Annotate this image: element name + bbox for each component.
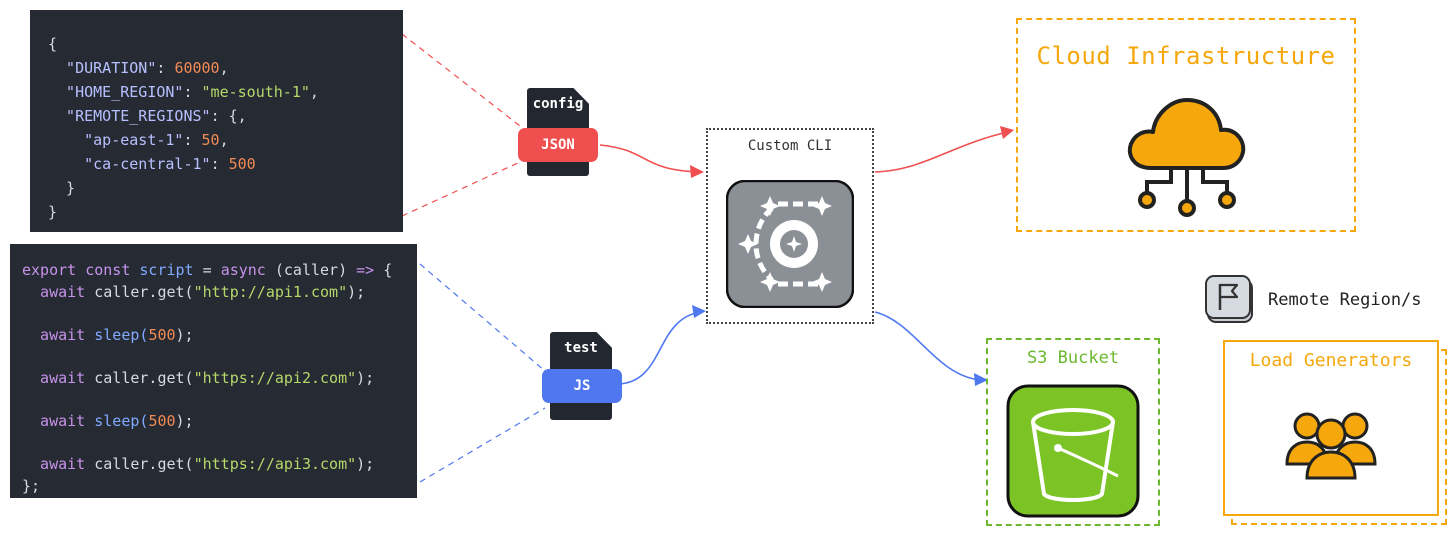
code-token: );	[175, 412, 194, 431]
code-token: "https://api2.com"	[193, 369, 357, 387]
code-token: async	[220, 261, 275, 279]
cloud-network-icon	[1127, 98, 1246, 217]
code-token: await	[22, 455, 95, 474]
code-token: );	[356, 369, 375, 387]
code-line: }	[48, 202, 57, 222]
test-connector-bottom	[419, 407, 546, 483]
code-token: "ap-east-1"	[48, 131, 184, 149]
json-to-cli-arrowhead	[690, 165, 704, 178]
code-token: );	[347, 282, 366, 301]
code-line: "REMOTE_REGIONS": {,	[48, 106, 247, 126]
code-token: const	[85, 261, 140, 279]
config-file-name: config	[532, 96, 584, 112]
json-tag: JSON	[518, 128, 598, 162]
code-line: await caller.get("http://api1.com");	[22, 282, 365, 302]
custom-cli-box: Custom CLI	[706, 128, 874, 324]
s3-bucket-box: S3 Bucket	[986, 338, 1160, 526]
code-token: ,	[219, 59, 229, 77]
code-line: }	[48, 178, 75, 198]
code-token: 60000	[174, 59, 220, 77]
code-token: sleep(	[94, 325, 149, 344]
users-group-icon	[1285, 412, 1377, 480]
code-token: "https://api3.com"	[193, 455, 357, 474]
code-token: 500	[228, 155, 256, 173]
cloud-infrastructure-box: Cloud Infrastructure	[1016, 18, 1356, 232]
code-token: await	[22, 369, 95, 387]
code-token: "HOME_REGION"	[48, 83, 184, 101]
code-token: "DURATION"	[48, 59, 157, 77]
code-token: await	[22, 325, 95, 344]
js-tag: JS	[542, 369, 622, 403]
cli-to-s3-arrow	[874, 311, 981, 381]
code-line: await caller.get("https://api2.com");	[22, 368, 374, 388]
code-token: {	[383, 261, 393, 279]
config-connector-bottom	[401, 161, 521, 217]
code-token: 500	[148, 325, 176, 344]
remote-region-label: Remote Region/s	[1268, 290, 1422, 310]
code-line: await caller.get("https://api3.com");	[22, 454, 374, 474]
cli-to-cloud-arrowhead	[1000, 126, 1014, 139]
code-token: ,	[309, 83, 319, 101]
code-token: {	[48, 35, 58, 53]
code-token: =>	[356, 261, 384, 279]
cli-to-s3-arrowhead	[974, 373, 988, 386]
code-token: (caller)	[274, 261, 357, 279]
code-line: "ca-central-1": 500	[48, 154, 256, 174]
code-line: export const script = async (caller) => …	[22, 260, 392, 280]
code-token: }	[48, 179, 76, 197]
test-code-panel: export const script = async (caller) => …	[10, 244, 417, 498]
custom-cli-title: Custom CLI	[747, 138, 833, 154]
test-file-name: test	[564, 340, 598, 356]
code-token: "http://api1.com"	[193, 282, 348, 301]
code-token: :	[183, 83, 202, 101]
js-to-cli-arrowhead	[692, 305, 706, 318]
code-token: "REMOTE_REGIONS"	[48, 107, 211, 125]
json-to-cli-arrow	[599, 144, 701, 173]
code-token: 500	[148, 412, 176, 431]
code-token: await	[22, 412, 95, 431]
code-token: script	[139, 261, 203, 279]
code-line: };	[22, 476, 40, 496]
code-token: : {,	[210, 107, 247, 125]
code-token: );	[356, 455, 375, 474]
code-token: caller.get(	[94, 455, 194, 474]
code-line: await sleep(500);	[22, 325, 194, 345]
code-token: "ca-central-1"	[48, 155, 211, 173]
code-line: "ap-east-1": 50,	[48, 130, 229, 150]
cloud-infrastructure-title: Cloud Infrastructure	[1036, 42, 1336, 70]
code-line: {	[48, 34, 57, 54]
config-code-panel: { "DURATION": 60000, "HOME_REGION": "me-…	[30, 10, 403, 232]
config-connector-top	[401, 33, 521, 127]
code-line: "HOME_REGION": "me-south-1",	[48, 82, 319, 102]
code-token: :	[156, 59, 175, 77]
cli-logo-icon	[726, 180, 854, 308]
code-line: await sleep(500);	[22, 411, 194, 431]
flag-icon	[1205, 275, 1253, 323]
code-token: export	[22, 261, 86, 279]
code-token: await	[22, 282, 95, 301]
code-token: sleep(	[94, 412, 149, 431]
code-token: };	[22, 477, 41, 495]
code-token: caller.get(	[94, 282, 194, 301]
code-token: }	[48, 203, 58, 221]
code-token: "me-south-1"	[201, 83, 310, 101]
load-generators-box: Load Generators	[1223, 340, 1439, 516]
code-token: );	[175, 325, 194, 344]
cli-to-cloud-arrow	[874, 131, 1009, 173]
code-token: :	[210, 155, 229, 173]
code-token: =	[202, 261, 221, 279]
code-token: ,	[219, 131, 229, 149]
code-token: 50	[201, 131, 220, 149]
code-token: caller.get(	[94, 369, 194, 387]
s3-bucket-title: S3 Bucket	[1026, 348, 1120, 368]
code-token: :	[183, 131, 202, 149]
js-to-cli-arrow	[619, 311, 701, 385]
code-line: "DURATION": 60000,	[48, 58, 229, 78]
test-connector-top	[419, 263, 546, 372]
s3-bucket-icon	[1006, 384, 1140, 518]
load-generators-title: Load Generators	[1249, 350, 1413, 371]
